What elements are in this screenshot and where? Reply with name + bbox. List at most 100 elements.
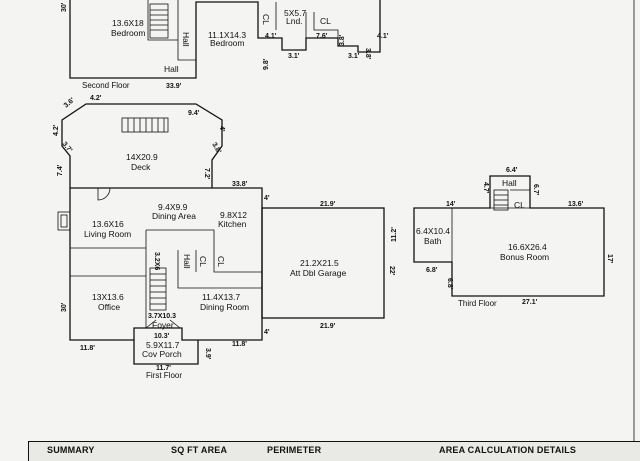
room-dim-kitchen: 9.8X12	[220, 210, 247, 220]
dim-2f-f: 3.1'	[348, 53, 360, 60]
room-name-living-room: Living Room	[84, 229, 131, 239]
room-dim-garage: 21.2X21.5	[300, 258, 339, 268]
dim-1f-top: 33.8'	[232, 181, 248, 188]
door-swing	[97, 187, 111, 201]
dim-2f-bottom: 33.9'	[166, 83, 182, 90]
room-name-dining-area: Dining Area	[152, 211, 196, 221]
fireplace	[57, 211, 71, 231]
dim-3f-left: 11.2'	[391, 227, 398, 242]
room-name-2f-hall-2: Hall	[164, 64, 179, 74]
room-name-2f-closet-2: CL	[320, 16, 331, 26]
dim-1f-deck-e: 3.7'	[60, 141, 73, 154]
first-floor-stairs	[149, 267, 167, 311]
room-name-3f-bath: Bath	[424, 236, 442, 246]
dim-2f-d: 7.6'	[316, 33, 328, 40]
dim-1f-deck-f: 4'	[218, 126, 225, 132]
room-name-closet-1: CL	[198, 256, 208, 267]
dim-1f-garage-right: 22'	[388, 266, 395, 276]
deck-stair-treads	[127, 118, 165, 132]
dim-1f-foyer: 10.3'	[154, 333, 170, 340]
room-name-hall: Hall	[182, 254, 192, 269]
dim-1f-bottom-right: 11.8'	[232, 341, 247, 348]
room-dim-dining-area: 9.4X9.9	[158, 202, 188, 212]
dim-1f-garage-bottom: 21.9'	[320, 323, 336, 330]
dim-3f-step: 6.8'	[446, 278, 453, 290]
room-dim-2f-bedroom-1: 13.6X18	[112, 18, 144, 28]
second-floor-stairs	[149, 3, 169, 39]
dim-3f-bottom: 27.1'	[522, 299, 538, 306]
dim-3f-hall-top: 6.4'	[506, 167, 518, 174]
room-name-2f-bedroom-2: Bedroom	[210, 38, 245, 48]
room-dim-2f-bedroom-2: 11.1X14.3	[208, 30, 246, 40]
dim-2f-b: 9.8'	[263, 58, 270, 70]
second-floor: 13.6X18 Bedroom Hall 11.1X14.3 Bedroom C…	[61, 0, 389, 90]
room-dim-deck: 14X20.9	[126, 152, 158, 162]
floor-label-first: First Floor	[146, 371, 182, 380]
deck-outline	[61, 103, 223, 188]
room-dim-dining-room: 11.4X13.7	[202, 292, 240, 302]
room-dim-office: 13X13.6	[92, 292, 124, 302]
room-dim-living-room: 13.6X16	[92, 219, 124, 229]
room-name-2f-closet-1: CL	[261, 14, 271, 25]
dim-3f-bath-bottom: 6.8'	[426, 267, 438, 274]
room-name-2f-hall-1: Hall	[181, 32, 191, 47]
floor-label-second: Second Floor	[82, 81, 130, 90]
perimeter-header: PERIMETER	[267, 445, 322, 455]
dim-3f-top-left: 14'	[446, 201, 456, 208]
room-name-foyer: Foyer	[152, 320, 174, 330]
dim-1f-deck-d: 4.2'	[53, 124, 60, 136]
second-floor-inner-walls	[147, 0, 339, 61]
first-floor: 14X20.9 Deck 9.4X9.9 Dining Area 13.6X16…	[53, 95, 395, 380]
dim-2f-h: 4.1'	[377, 33, 389, 40]
room-name-porch: Cov Porch	[142, 349, 182, 359]
dim-3f-hall-left: 4.7'	[482, 182, 489, 194]
third-floor-stairs	[493, 189, 509, 211]
dim-1f-garage-b: 4'	[264, 329, 270, 336]
dim-1f-bottom-left: 11.8'	[80, 345, 95, 352]
dim-1f-garage-top: 21.9'	[320, 201, 336, 208]
dim-2f-e: 3.8'	[339, 34, 346, 46]
third-floor-outline	[413, 175, 605, 297]
garage-outline	[261, 207, 385, 319]
second-floor-outline	[69, 0, 381, 79]
room-name-kitchen: Kitchen	[218, 219, 247, 229]
dim-1f-deck-b: 9.4'	[188, 110, 200, 117]
dim-2f-c: 3.1'	[288, 53, 300, 60]
third-floor-inner-walls	[451, 189, 530, 262]
room-dim-2f-laundry: 5X5.7	[284, 8, 306, 18]
room-name-garage: Att Dbl Garage	[290, 268, 346, 278]
room-dim-3f-bonus: 16.6X26.4	[508, 242, 547, 252]
fireplace-hearth	[60, 214, 68, 228]
room-name-deck: Deck	[131, 162, 151, 172]
dim-3f-top-right: 13.6'	[568, 201, 584, 208]
dim-1f-deck-c: 3.6'	[63, 97, 76, 110]
room-name-2f-laundry: Lnd.	[286, 16, 303, 26]
dim-1f-deck-h: 7.4'	[57, 164, 64, 176]
dim-2f-left: 30'	[61, 2, 68, 12]
dim-3f-right: 17'	[606, 254, 613, 264]
summary-table-header: SUMMARY SQ FT AREA PERIMETER AREA CALCUL…	[28, 441, 640, 461]
room-name-3f-hall: Hall	[502, 178, 517, 188]
sq-ft-area-header: SQ FT AREA	[171, 445, 228, 455]
deck-stairs	[121, 117, 169, 133]
dim-1f-deck-g: 3.8'	[210, 142, 222, 156]
floor-label-third: Third Floor	[458, 299, 497, 308]
dim-2f-g: 3.8'	[364, 48, 371, 60]
room-name-3f-bonus: Bonus Room	[500, 252, 549, 262]
dim-1f-porch-side: 3.9'	[204, 348, 211, 360]
dim-3f-hall-right: 6.7'	[532, 184, 539, 196]
summary-header: SUMMARY	[47, 445, 95, 455]
area-calculation-details-header: AREA CALCULATION DETAILS	[439, 445, 577, 455]
third-floor: Hall CL 6.4X10.4 Bath 16.6X26.4 Bonus Ro…	[391, 167, 613, 308]
dim-1f-deck-a: 4.2'	[90, 95, 102, 102]
room-name-closet-2: CL	[216, 256, 226, 267]
room-name-2f-bedroom-1: Bedroom	[111, 28, 146, 38]
room-name-office: Office	[98, 302, 120, 312]
room-dim-hall: 3.2X6	[153, 252, 160, 270]
dim-2f-a: 4.1'	[265, 33, 277, 40]
dim-1f-left: 30'	[61, 302, 68, 312]
room-name-dining-room: Dining Room	[200, 302, 249, 312]
dim-1f-porch-bottom: 11.7'	[156, 365, 171, 372]
porch-outline	[133, 340, 199, 365]
